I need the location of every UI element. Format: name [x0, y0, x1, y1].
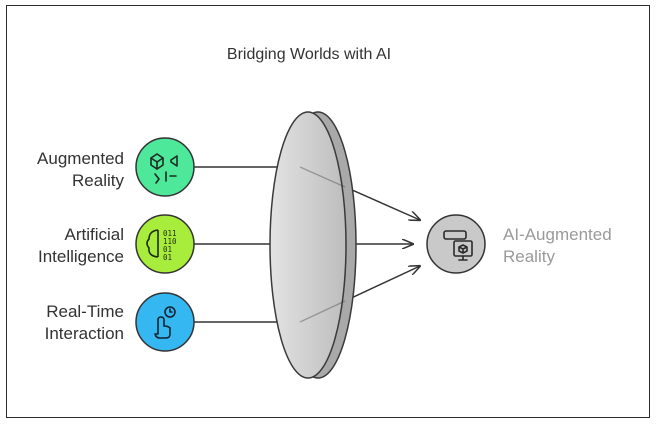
label-artificial-intelligence: Artificial Intelligence: [4, 224, 124, 268]
label-ai-augmented-reality: AI-Augmented Reality: [503, 224, 643, 268]
label-line: Real-Time: [46, 302, 124, 321]
label-line: Reality: [72, 171, 124, 190]
svg-text:01: 01: [163, 245, 172, 254]
ar-headset-monitor-icon: [443, 230, 473, 261]
node-ai-augmented-reality: [426, 214, 486, 274]
label-line: Augmented: [37, 149, 124, 168]
node-real-time-interaction: [135, 292, 195, 352]
svg-text:110: 110: [163, 237, 177, 246]
label-line: Reality: [503, 247, 555, 266]
label-line: Intelligence: [37, 247, 124, 266]
label-line: Artificial: [64, 225, 124, 244]
node-artificial-intelligence: 011 110 01 01: [135, 214, 195, 274]
label-line: AI-Augmented: [503, 225, 612, 244]
diagram-title: Bridging Worlds with AI: [226, 46, 392, 63]
lens-shape: [269, 111, 357, 379]
label-line: Interaction: [44, 324, 124, 343]
node-augmented-reality: [135, 137, 195, 197]
label-augmented-reality: Augmented Reality: [4, 148, 124, 192]
touch-clock-icon: [154, 306, 176, 339]
svg-text:011: 011: [163, 229, 177, 238]
label-real-time-interaction: Real-Time Interaction: [4, 301, 124, 345]
ai-brain-binary-icon: 011 110 01 01: [146, 229, 177, 262]
svg-text:01: 01: [163, 253, 172, 262]
ar-cube-icon: [150, 153, 178, 184]
